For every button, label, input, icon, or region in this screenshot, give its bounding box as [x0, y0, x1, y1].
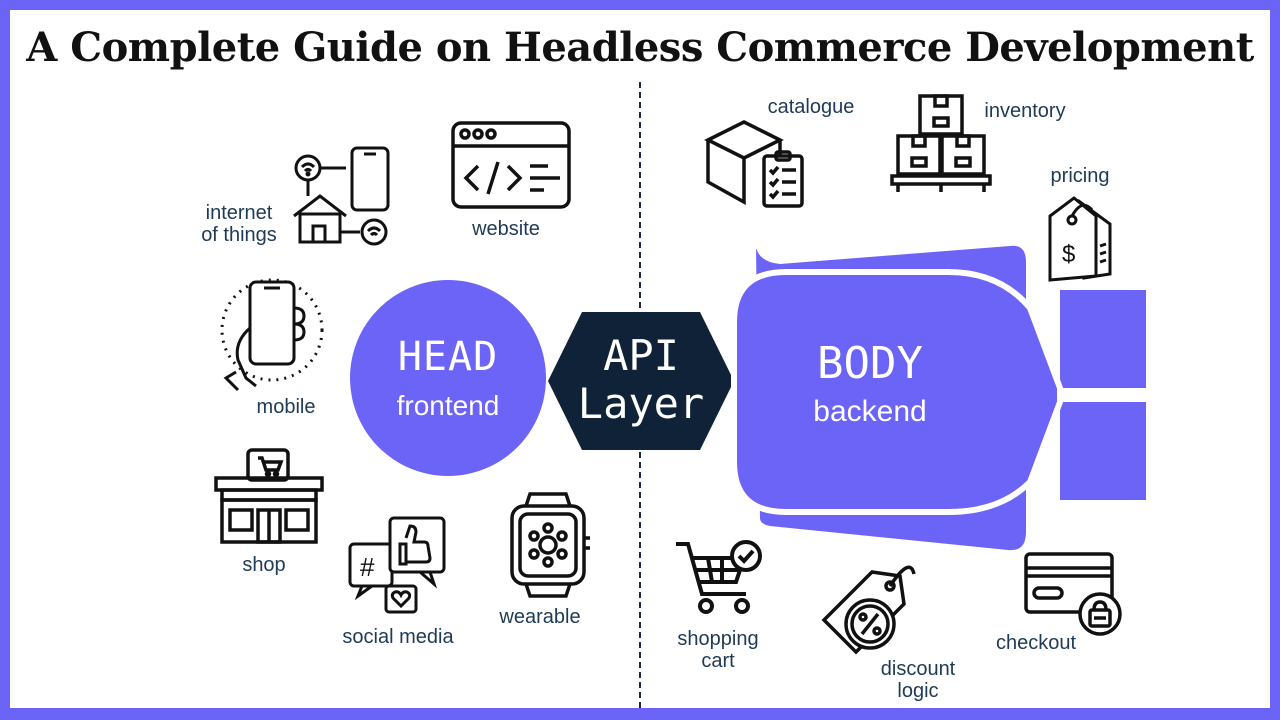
website-icon	[450, 120, 572, 210]
head-subtitle: frontend	[396, 390, 500, 421]
mobile-icon	[216, 278, 326, 392]
wearable-icon	[506, 490, 592, 600]
shopping-cart-icon	[674, 538, 764, 618]
catalogue-icon	[704, 116, 806, 210]
discount-label: discount logic	[880, 658, 956, 702]
checkout-icon	[1024, 552, 1124, 636]
inventory-label: inventory	[984, 100, 1066, 122]
mobile-label: mobile	[256, 396, 316, 418]
api-layer-hexagon: API Layer	[548, 312, 734, 450]
wearable-label: wearable	[499, 606, 581, 628]
catalogue-label: catalogue	[767, 96, 855, 118]
pricing-label: pricing	[1050, 165, 1110, 187]
checkout-label: checkout	[995, 632, 1077, 654]
iot-icon	[290, 144, 390, 246]
shop-label: shop	[242, 554, 286, 576]
api-layer-text: API Layer	[577, 331, 705, 428]
infographic-panel: A Complete Guide on Headless Commerce De…	[10, 10, 1270, 708]
shop-icon	[214, 448, 324, 544]
body-backend-shape	[731, 245, 1146, 551]
svg-text:#: #	[360, 552, 375, 582]
head-frontend-circle: HEAD frontend	[350, 280, 546, 476]
page-title: A Complete Guide on Headless Commerce De…	[26, 24, 1254, 71]
pricing-icon: $	[1040, 194, 1120, 284]
social-media-icon: #	[348, 516, 448, 620]
social-media-label: social media	[342, 626, 454, 648]
shopping-cart-label: shopping cart	[677, 628, 759, 672]
iot-label: internet of things	[201, 202, 277, 246]
svg-text:$: $	[1062, 241, 1075, 268]
inventory-icon	[890, 92, 992, 194]
head-title: HEAD	[397, 334, 499, 380]
body-title: BODY	[817, 338, 923, 389]
body-subtitle: backend	[813, 395, 927, 428]
website-label: website	[472, 218, 540, 240]
discount-icon	[820, 564, 916, 660]
